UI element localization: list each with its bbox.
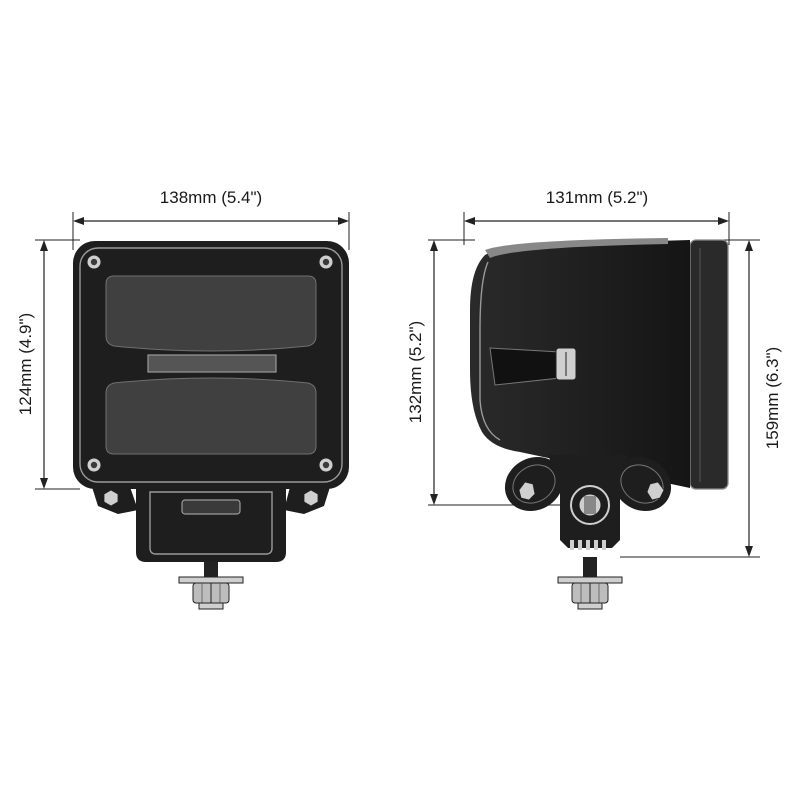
center-badge [147, 354, 277, 373]
side-body-height-label: 132mm (5.2") [406, 321, 425, 423]
front-mount-bolt [178, 562, 244, 610]
side-mount-teeth [570, 540, 606, 550]
front-housing-bevel [79, 247, 343, 483]
lower-lens-pane [105, 377, 317, 455]
front-mount-slot [181, 499, 241, 515]
side-housing-highlight [479, 261, 501, 441]
left-knob-nut-icon [518, 481, 536, 501]
front-height-dimension: 124mm (4.9") [16, 239, 80, 490]
side-depth-dimension: 131mm (5.2") [463, 188, 730, 245]
side-depth-label: 131mm (5.2") [546, 188, 648, 207]
side-total-height-label: 159mm (6.3") [763, 347, 782, 449]
side-notch [489, 347, 561, 386]
side-housing [470, 240, 690, 488]
front-width-dimension: 138mm (5.4") [72, 188, 350, 250]
front-height-label: 124mm (4.9") [16, 313, 35, 415]
front-mount-bracket [136, 487, 286, 562]
side-view: 131mm (5.2") 132mm (5.2") 159mm (6.3") [406, 188, 782, 610]
upper-lens-pane [105, 275, 317, 352]
side-lens-face [689, 239, 729, 490]
front-bracket-lugs [92, 487, 330, 514]
front-corner-screws [86, 254, 334, 473]
front-width-label: 138mm (5.4") [160, 188, 262, 207]
side-total-height-dimension: 159mm (6.3") [620, 239, 782, 558]
side-mount-bolt [557, 557, 623, 610]
right-knob-nut-icon [646, 481, 665, 501]
front-view: 138mm (5.4") 124mm (4.9") [16, 188, 350, 610]
